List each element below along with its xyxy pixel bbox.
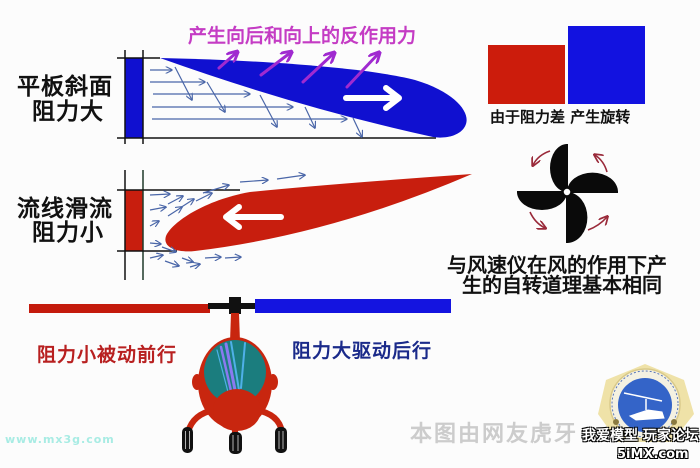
forum-badge-logo	[598, 364, 694, 442]
flat-plate-blade-shape	[160, 58, 467, 138]
site-url-watermark: www.mx3g.com	[5, 433, 115, 446]
right-rotor-blade	[255, 299, 451, 313]
rotor-hub	[229, 297, 241, 314]
motion-arrow-left-icon	[223, 204, 284, 230]
rotation-arrows-icon	[529, 150, 607, 231]
streamlined-panel	[117, 170, 472, 280]
low-drag-block	[488, 45, 565, 104]
badge-helicopter-icon	[623, 392, 665, 421]
side-pod-right	[268, 374, 278, 390]
high-drag-block	[568, 26, 645, 104]
reaction-force-arrows	[217, 53, 378, 89]
airflow-arrows	[150, 67, 362, 137]
left-rotor-blade	[29, 304, 210, 313]
image-credit: 本图由网友虎牙	[410, 422, 579, 447]
wheel-left	[182, 427, 193, 453]
streamlined-blade-shape	[165, 174, 472, 252]
anemometer-caption-line1: 与风速仪在风的作用下产	[447, 253, 667, 277]
forum-url-watermark: 5iMX.com	[617, 447, 689, 462]
flat-plate-label-line2: 阻力大	[32, 99, 104, 125]
autogyro-illustration	[29, 297, 451, 454]
canopy-reflections	[216, 341, 246, 393]
flat-plate-label-line1: 平板斜面	[17, 74, 113, 100]
flat-plate-panel	[117, 50, 467, 144]
rotor-mast	[230, 313, 240, 342]
flat-plate-block	[125, 58, 143, 138]
drag-difference-blocks	[488, 26, 645, 104]
wheel-center	[229, 432, 242, 454]
streamlined-plate-block	[125, 190, 143, 251]
streamlined-label-line2: 阻力小	[32, 220, 104, 246]
fuselage-nose	[213, 389, 261, 431]
motion-arrow-right-icon	[343, 85, 402, 111]
retreating-blade-caption: 阻力小被动前行	[37, 344, 178, 366]
airflow-arrows	[149, 175, 305, 267]
forum-name-watermark: 我爱模型 玩家论坛	[582, 428, 699, 444]
drag-difference-caption: 由于阻力差 产生旋转	[490, 108, 631, 126]
advancing-blade-caption: 阻力大驱动后行	[292, 340, 433, 362]
streamlined-label-line1: 流线滑流	[17, 196, 113, 222]
propeller-icon	[517, 144, 618, 243]
anemometer-caption-line2: 生的自转道理基本相同	[462, 273, 662, 297]
side-pod-left	[192, 374, 202, 390]
wheel-right	[275, 427, 287, 453]
reaction-force-caption: 产生向后和向上的反作用力	[188, 25, 417, 47]
